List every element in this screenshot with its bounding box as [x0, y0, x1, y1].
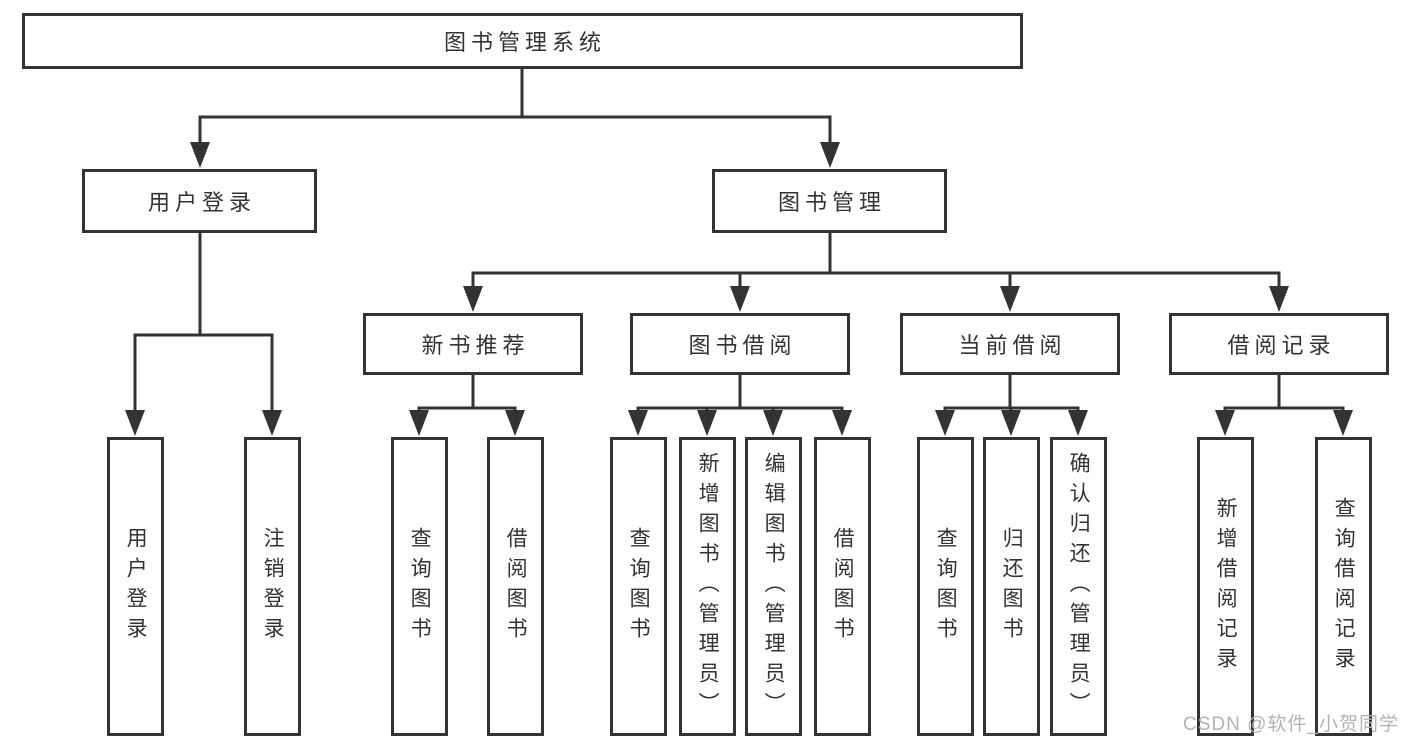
- leaf-add-books-admin: 新增图书（管理员）: [679, 437, 736, 736]
- node-label: 图书管理: [777, 190, 886, 215]
- node-label: 借阅记录: [1227, 333, 1336, 358]
- leaf-logout: 注销登录: [244, 437, 301, 736]
- node-label: 查询借阅记录: [1332, 496, 1356, 677]
- node-label: 新增图书（管理员）: [696, 451, 720, 722]
- node-label: 图书借阅: [688, 333, 797, 358]
- node-label: 查询图书: [408, 526, 432, 647]
- node-label: 当前借阅: [958, 333, 1067, 358]
- node-library-management-system: 图书管理系统: [22, 13, 1023, 69]
- leaf-borrow-books: 借阅图书: [814, 437, 871, 736]
- node-book-borrowing: 图书借阅: [630, 313, 850, 375]
- leaf-return-books: 归还图书: [983, 437, 1040, 736]
- leaf-query-books-recommend: 查询图书: [391, 437, 448, 736]
- node-label: 查询图书: [934, 526, 958, 647]
- node-label: 新书推荐: [421, 333, 530, 358]
- leaf-user-login: 用户登录: [107, 437, 164, 736]
- leaf-query-books-borrowing: 查询图书: [610, 437, 667, 736]
- node-label: 注销登录: [261, 526, 285, 647]
- leaf-edit-books-admin: 编辑图书（管理员）: [745, 437, 802, 736]
- csdn-watermark: CSDN @软件_小贺同学: [1183, 714, 1399, 735]
- node-label: 图书管理系统: [443, 30, 606, 55]
- node-label: 查询图书: [627, 526, 651, 647]
- node-label: 借阅图书: [504, 526, 528, 647]
- node-label: 确认归还（管理员）: [1067, 451, 1091, 722]
- node-label: 归还图书: [1000, 526, 1024, 647]
- leaf-borrow-books-recommend: 借阅图书: [487, 437, 544, 736]
- leaf-add-borrow-record: 新增借阅记录: [1197, 437, 1254, 736]
- node-borrowing-records: 借阅记录: [1169, 313, 1389, 375]
- node-label: 新增借阅记录: [1214, 496, 1238, 677]
- node-new-book-recommend: 新书推荐: [363, 313, 583, 375]
- node-user-login: 用户登录: [82, 169, 317, 233]
- node-book-management: 图书管理: [712, 169, 947, 233]
- node-current-borrowing: 当前借阅: [900, 313, 1120, 375]
- node-label: 用户登录: [147, 190, 256, 215]
- connector-arrowheads: [125, 142, 1353, 436]
- node-label: 用户登录: [124, 526, 148, 647]
- leaf-query-books-current: 查询图书: [917, 437, 974, 736]
- leaf-confirm-return-admin: 确认归还（管理员）: [1050, 437, 1107, 736]
- node-label: 编辑图书（管理员）: [762, 451, 786, 722]
- node-label: 借阅图书: [831, 526, 855, 647]
- leaf-query-borrow-record: 查询借阅记录: [1315, 437, 1372, 736]
